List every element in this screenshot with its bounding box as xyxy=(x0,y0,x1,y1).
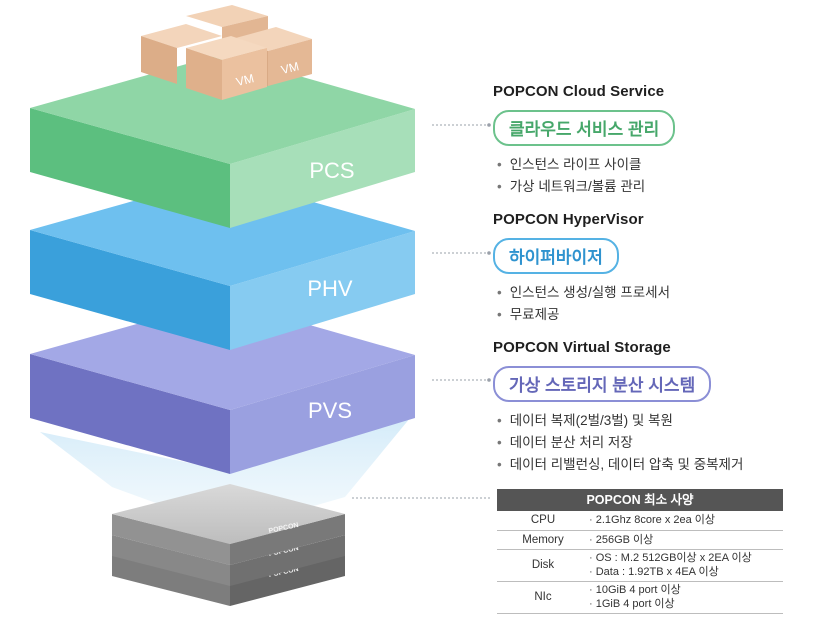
vm-boxes: VM VM xyxy=(141,5,312,100)
spec-value: 2.1Ghz 8core x 2ea 이상 xyxy=(589,513,783,527)
pcs-connector-dot xyxy=(487,123,491,127)
list-item: 데이터 리밸런싱, 데이터 압축 및 중복제거 xyxy=(497,454,744,476)
spec-value: 256GB 이상 xyxy=(589,533,783,547)
vm-label: VM xyxy=(280,59,301,77)
vm-label: VM xyxy=(235,71,256,89)
list-item: 무료제공 xyxy=(497,304,670,326)
cloud-service-title: POPCON Cloud Service xyxy=(493,83,665,100)
phv-connector-dot xyxy=(487,251,491,255)
spec-table: CPU 2.1Ghz 8core x 2ea 이상 Memory 256GB 이… xyxy=(497,511,783,614)
virtual-storage-title: POPCON Virtual Storage xyxy=(493,339,671,356)
pcs-label: PCS xyxy=(309,158,354,183)
pvs-layer: PVS xyxy=(30,300,415,474)
table-row: Memory 256GB 이상 xyxy=(497,530,783,550)
virtual-storage-section: POPCON Virtual Storage 가상 스토리지 분산 시스템 데이… xyxy=(493,339,743,476)
list-item: 데이터 분산 처리 저장 xyxy=(497,432,743,454)
spec-value: 1GiB 4 port 이상 xyxy=(589,597,783,611)
min-spec-title: POPCON 최소 사양 xyxy=(497,489,783,511)
connector-lines xyxy=(352,124,490,499)
cloud-service-pill: 클라우드 서비스 관리 xyxy=(493,110,676,146)
list-item: 인스턴스 라이프 사이클 xyxy=(497,154,675,176)
hypervisor-bullets: 인스턴스 생성/실행 프로세서 무료제공 xyxy=(497,282,670,326)
hypervisor-title: POPCON HyperVisor xyxy=(493,211,644,228)
phv-layer: PHV xyxy=(30,176,415,350)
spec-value: OS : M.2 512GB이상 x 2EA 이상 xyxy=(589,551,783,565)
virtual-storage-bullets: 데이터 복제(2벌/3벌) 및 복원 데이터 분산 처리 저장 데이터 리밸런싱… xyxy=(497,410,744,476)
spec-value: Data : 1.92TB x 4EA 이상 xyxy=(589,565,783,579)
vm-box: VM xyxy=(186,36,267,100)
min-spec-table: POPCON 최소 사양 CPU 2.1Ghz 8core x 2ea 이상 M… xyxy=(497,489,783,614)
server-stack: POPCON POPCON POPCON xyxy=(112,484,345,606)
spec-values: 10GiB 4 port 이상 1GiB 4 port 이상 xyxy=(589,581,783,614)
spec-label: Memory xyxy=(497,530,589,550)
pcs-layer: PCS xyxy=(30,54,415,228)
virtual-storage-pill: 가상 스토리지 분산 시스템 xyxy=(493,366,712,402)
spec-value: 10GiB 4 port 이상 xyxy=(589,583,783,597)
cloud-service-section: POPCON Cloud Service 클라우드 서비스 관리 인스턴스 라이… xyxy=(493,83,676,198)
server-unit: POPCON xyxy=(112,484,345,565)
list-item: 데이터 복제(2벌/3벌) 및 복원 xyxy=(497,410,743,432)
table-row: CPU 2.1Ghz 8core x 2ea 이상 xyxy=(497,511,783,531)
spec-label: CPU xyxy=(497,511,589,531)
hypervisor-pill: 하이퍼바이저 xyxy=(493,238,619,274)
spec-label: Disk xyxy=(497,549,589,582)
table-row: Disk OS : M.2 512GB이상 x 2EA 이상 Data : 1.… xyxy=(497,549,783,582)
pvs-label: PVS xyxy=(308,398,352,423)
table-row: NIc 10GiB 4 port 이상 1GiB 4 port 이상 xyxy=(497,581,783,614)
list-item: 가상 네트워크/볼륨 관리 xyxy=(497,176,675,198)
cloud-service-bullets: 인스턴스 라이프 사이클 가상 네트워크/볼륨 관리 xyxy=(497,154,675,198)
spec-values: 256GB 이상 xyxy=(589,530,783,550)
spec-values: 2.1Ghz 8core x 2ea 이상 xyxy=(589,511,783,531)
phv-label: PHV xyxy=(307,276,353,301)
list-item: 인스턴스 생성/실행 프로세서 xyxy=(497,282,670,304)
spec-values: OS : M.2 512GB이상 x 2EA 이상 Data : 1.92TB … xyxy=(589,549,783,582)
hypervisor-section: POPCON HyperVisor 하이퍼바이저 인스턴스 생성/실행 프로세서… xyxy=(493,211,670,326)
spec-label: NIc xyxy=(497,581,589,614)
pvs-connector-dot xyxy=(487,378,491,382)
vm-box xyxy=(141,24,222,84)
